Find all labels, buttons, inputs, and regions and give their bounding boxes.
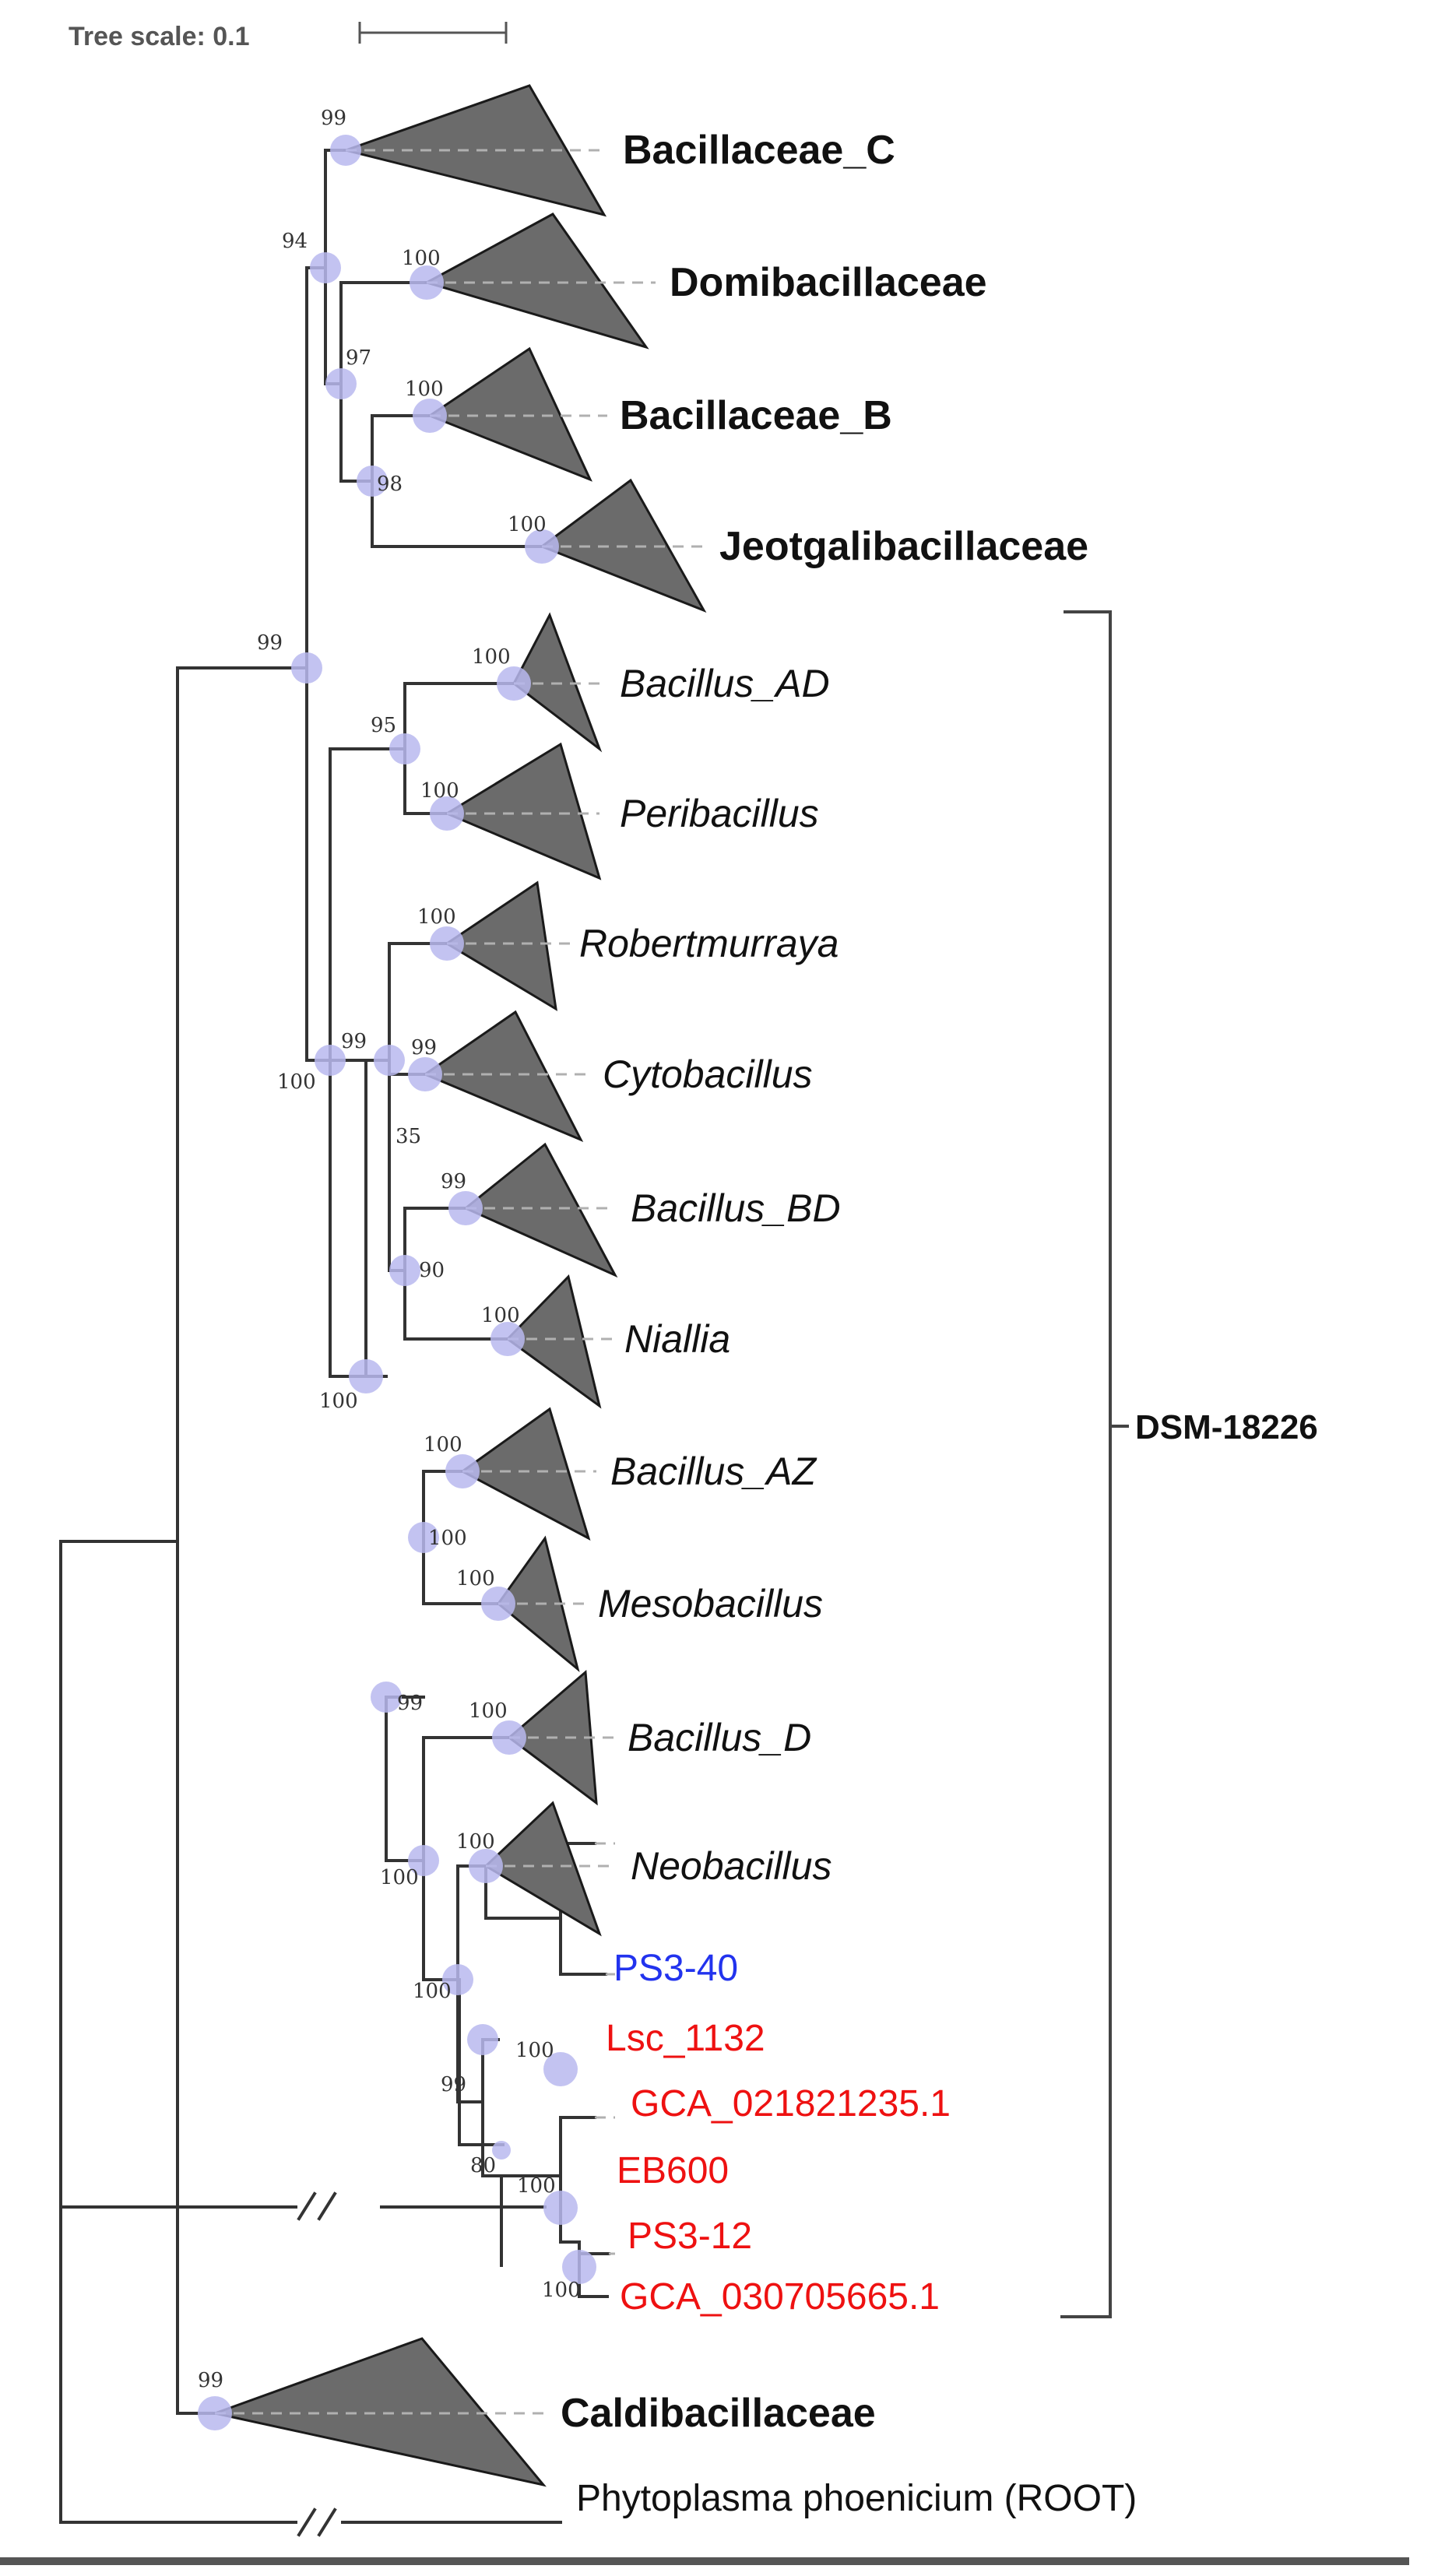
support-value: 90 (419, 1259, 445, 1282)
support-value: 100 (417, 905, 456, 929)
taxon-label-bacillus-az: Bacillus_AZ (610, 1450, 817, 1493)
taxon-label-bacillus-bd: Bacillus_BD (631, 1186, 841, 1230)
support-value: 94 (282, 230, 308, 253)
strain-label-lsc-1132: Lsc_1132 (606, 2018, 765, 2059)
clade-bacillaceae-b (427, 346, 592, 482)
root-break-mark (297, 2507, 337, 2537)
root-label: Phytoplasma phoenicium (ROOT) (576, 2478, 1137, 2519)
tree-branches (59, 149, 610, 2415)
tree-scale-bar (358, 22, 508, 44)
clade-robertmurraya (445, 880, 557, 1011)
clade-bacillaceae-c (341, 84, 607, 217)
support-value: 80 (470, 2154, 496, 2177)
support-value: 99 (321, 107, 346, 130)
strain-label-gca-021821235: GCA_021821235.1 (631, 2083, 951, 2124)
group-bracket (1060, 610, 1112, 2318)
support-value: 100 (456, 1830, 495, 1854)
clade-bacillus-ad (512, 612, 603, 753)
support-value: 100 (469, 1699, 508, 1723)
support-value: 97 (346, 346, 371, 370)
taxon-label-bacillaceae-c: Bacillaceae_C (623, 128, 895, 173)
taxon-label-neobacillus: Neobacillus (631, 1844, 832, 1888)
taxon-label-domibacillaceae: Domibacillaceae (670, 260, 987, 305)
taxon-label-caldibacillaceae: Caldibacillaceae (561, 2391, 876, 2436)
strain-label-eb600: EB600 (617, 2150, 729, 2191)
support-value: 100 (424, 1433, 462, 1457)
support-value: 99 (441, 1170, 466, 1193)
taxon-label-bacillus-ad: Bacillus_AD (620, 662, 830, 705)
support-value: 99 (257, 631, 283, 655)
taxon-label-robertmurraya: Robertmurraya (579, 922, 839, 965)
support-value: 100 (405, 378, 444, 401)
taxon-label-jeotgalibacillaceae: Jeotgalibacillaceae (719, 524, 1088, 569)
clade-caldibacillaceae (210, 2337, 547, 2487)
clade-cytobacillus (422, 1010, 584, 1142)
support-value: 100 (277, 1070, 316, 1094)
group-label: DSM-18226 (1135, 1408, 1318, 1446)
taxon-labels: Bacillaceae_C Domibacillaceae Bacillacea… (561, 128, 1137, 2519)
support-value: 99 (441, 2073, 466, 2096)
clade-neobacillus (483, 1801, 602, 1937)
support-value: 100 (420, 779, 459, 803)
support-value: 100 (456, 1567, 495, 1590)
taxon-label-bacillaceae-b: Bacillaceae_B (620, 393, 892, 438)
support-value: 100 (542, 2279, 581, 2302)
clade-bacillus-az (460, 1407, 591, 1541)
clade-niallia (505, 1274, 602, 1409)
support-value: 35 (396, 1125, 421, 1148)
support-value: 99 (397, 1692, 423, 1715)
tree-scale-label: Tree scale: 0.1 (69, 22, 250, 51)
support-value: 98 (377, 473, 403, 496)
clade-bacillus-bd (463, 1142, 618, 1278)
taxon-label-cytobacillus: Cytobacillus (603, 1053, 813, 1096)
support-value: 99 (198, 2369, 223, 2392)
support-value: 100 (402, 247, 441, 270)
clade-domibacillaceae (424, 213, 649, 350)
support-value: 99 (341, 1030, 367, 1053)
support-value: 100 (428, 1527, 467, 1550)
taxon-label-niallia: Niallia (624, 1317, 730, 1361)
strain-label-ps3-12: PS3-12 (628, 2216, 752, 2257)
taxon-label-peribacillus: Peribacillus (620, 792, 819, 835)
support-value: 100 (413, 1980, 452, 2003)
branch-break-mark (297, 2191, 337, 2221)
taxon-label-mesobacillus: Mesobacillus (598, 1582, 823, 1625)
root-branch (59, 2205, 297, 2524)
leader-lines (215, 149, 702, 2415)
support-value: 100 (319, 1390, 358, 1413)
support-value: 100 (380, 1866, 419, 1889)
support-value: 100 (508, 513, 547, 536)
strain-label-gca-030705665: GCA_030705665.1 (620, 2276, 940, 2318)
node-markers (198, 135, 596, 2430)
support-values: 99 94 100 97 100 98 100 99 100 95 100 10… (198, 107, 581, 2392)
support-value: 95 (371, 714, 396, 737)
support-value: 99 (411, 1036, 437, 1060)
support-value: 100 (517, 2174, 556, 2198)
support-value: 100 (515, 2039, 554, 2062)
clade-peribacillus (444, 742, 602, 880)
support-value: 100 (481, 1304, 520, 1327)
taxon-label-bacillus-d: Bacillus_D (628, 1716, 811, 1759)
strain-label-ps3-40: PS3-40 (614, 1948, 738, 1989)
support-value: 100 (472, 645, 511, 669)
